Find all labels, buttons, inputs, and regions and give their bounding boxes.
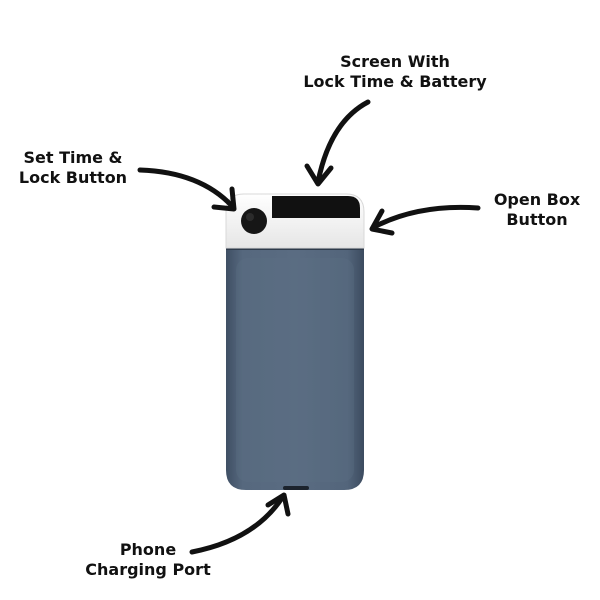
label-set-lock-line2: Lock Button [18, 168, 128, 187]
label-open-box-line2: Button [506, 210, 568, 229]
label-charging-port-line2: Charging Port [85, 560, 211, 579]
label-set-lock: Set Time & Lock Button [8, 148, 138, 188]
label-charging-port: Phone Charging Port [62, 540, 234, 580]
label-charging-port-line1: Phone [119, 540, 177, 559]
label-screen-line2: Lock Time & Battery [303, 72, 487, 91]
arrow-screen-head [304, 163, 334, 187]
label-open-box-line1: Open Box [493, 190, 581, 209]
arrow-charging-port [189, 495, 285, 555]
arrow-screen [315, 99, 371, 185]
device-body [226, 246, 364, 490]
arrow-set-lock-head [211, 186, 237, 212]
label-open-box: Open Box Button [484, 190, 590, 230]
lock-screen [272, 196, 360, 218]
device-body-panel [236, 258, 354, 482]
label-set-lock-line1: Set Time & [23, 148, 123, 167]
arrow-charging-port-head [265, 492, 291, 517]
label-screen-line1: Screen With [340, 52, 450, 71]
arrow-open-box-head [369, 208, 395, 236]
charging-port [283, 486, 309, 490]
label-screen: Screen With Lock Time & Battery [290, 52, 500, 92]
set-lock-button-highlight [246, 213, 254, 221]
arrow-set-lock [137, 167, 235, 209]
arrow-open-box [373, 204, 481, 229]
